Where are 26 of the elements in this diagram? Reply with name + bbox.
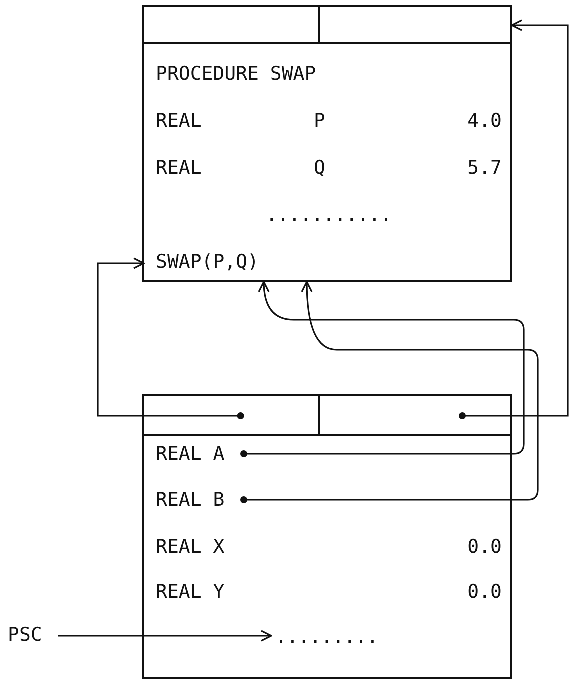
row-text: REAL B: [156, 488, 244, 514]
row-text: SWAP(P,Q): [144, 247, 522, 280]
row-text: PROCEDURE SWAP: [156, 62, 496, 88]
type-text: REAL X: [156, 535, 225, 559]
record-box: [142, 394, 512, 679]
variable-name: Q: [314, 156, 326, 180]
pointer-arrow: [58, 630, 272, 642]
pointer-arrow: [97, 258, 244, 420]
pointer-arrow: [240, 281, 539, 504]
ellipsis-text: .........: [144, 625, 510, 651]
type-text: REAL: [156, 109, 202, 133]
row-text: REAL A: [156, 442, 244, 468]
header-cell: [144, 396, 320, 436]
pointer-label: PSC: [8, 623, 58, 649]
ellipsis-text: ...........: [156, 203, 502, 229]
header-cell: [144, 7, 320, 44]
pointer-arrow: [459, 20, 569, 420]
pointer-arrow: [240, 281, 525, 458]
record-box: [142, 5, 512, 282]
variable-name: P: [314, 109, 326, 133]
value-text: 5.7: [468, 156, 502, 180]
type-text: REAL Y: [156, 580, 225, 604]
type-text: REAL: [156, 156, 202, 180]
value-text: 0.0: [468, 580, 502, 604]
value-text: 4.0: [468, 109, 502, 133]
value-text: 0.0: [468, 535, 502, 559]
